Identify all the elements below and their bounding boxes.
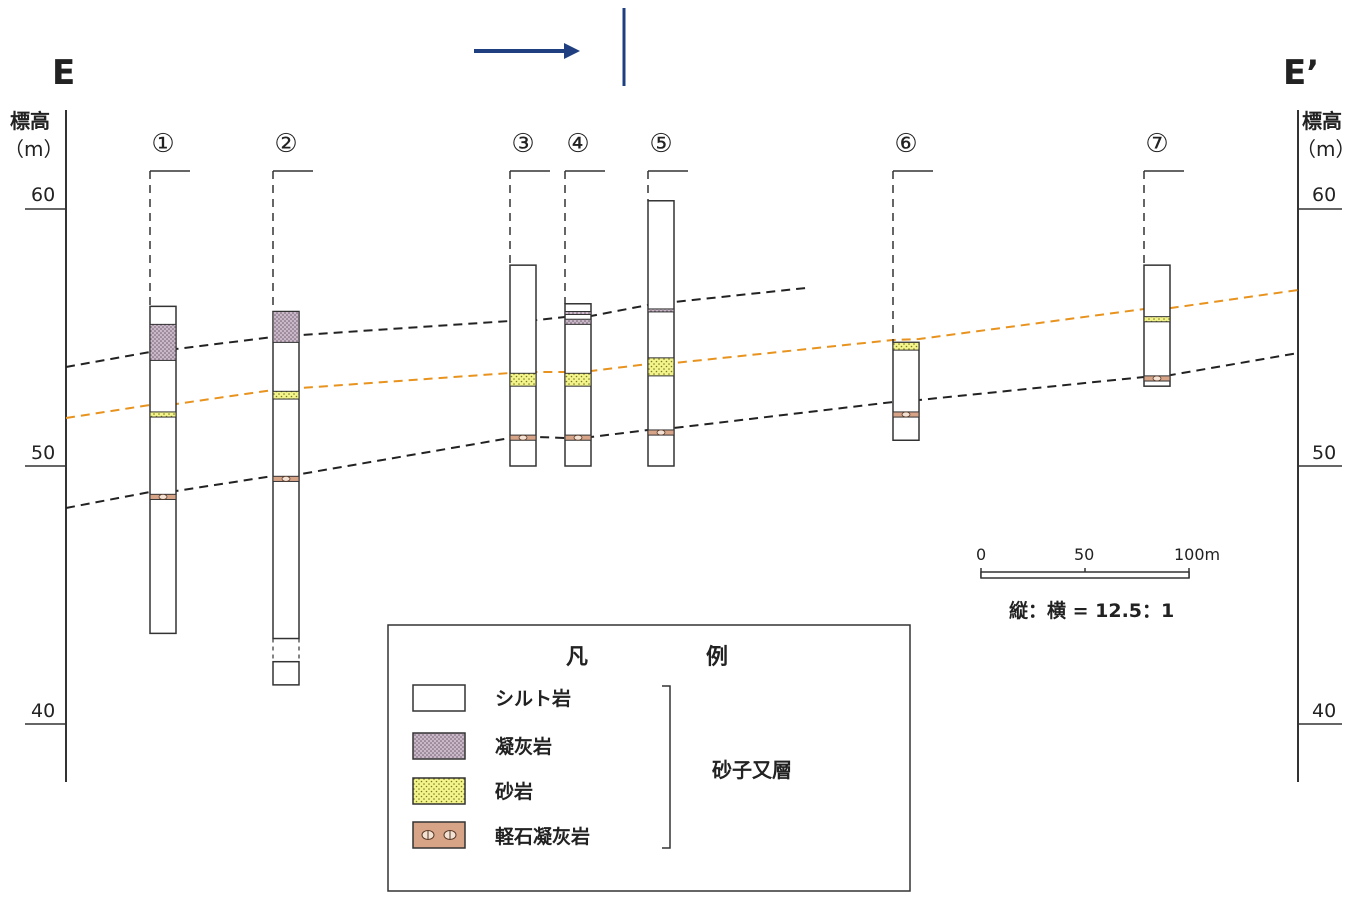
layer-tuff xyxy=(564,311,592,315)
scale-ratio: 縦：横 = 12.5：1 xyxy=(1009,599,1174,622)
section-left-label: E xyxy=(52,53,75,93)
legend-label-sandstone: 砂岩 xyxy=(495,780,533,803)
layer-pumice-tuff xyxy=(272,475,300,482)
borehole-3: ③ xyxy=(509,129,550,467)
legend-group-label: 砂子又層 xyxy=(712,758,792,782)
borehole-6: ⑥ xyxy=(892,129,933,441)
upper-marker-line xyxy=(65,287,807,368)
layer-pumice-tuff xyxy=(892,411,920,418)
left-axis-title-2: （m） xyxy=(4,137,63,161)
borehole-column xyxy=(892,341,920,441)
section-right-label: E’ xyxy=(1283,53,1319,93)
right-tick-60: 60 xyxy=(1312,184,1336,206)
right-tick-40: 40 xyxy=(1312,700,1336,722)
borehole-label: ⑥ xyxy=(894,129,917,159)
borehole-label: ④ xyxy=(566,129,589,159)
legend-swatch-pumice-tuff xyxy=(412,821,466,849)
layer-tuff xyxy=(647,308,675,313)
scale-label-0: 0 xyxy=(976,545,986,564)
borehole-column xyxy=(272,310,300,640)
layer-pumice-tuff xyxy=(1143,375,1171,382)
layer-sandstone xyxy=(509,372,537,387)
correlation-lines xyxy=(65,287,1299,509)
layer-pumice-tuff xyxy=(564,434,592,441)
left-axis-title-1: 標高 xyxy=(10,109,50,133)
borehole-4: ④ xyxy=(564,129,605,467)
borehole-label: ⑦ xyxy=(1145,129,1168,159)
borehole-label: ② xyxy=(274,129,297,159)
legend-label-siltstone: シルト岩 xyxy=(495,687,571,710)
legend-swatch-siltstone xyxy=(412,684,466,712)
legend-group-bracket xyxy=(662,685,671,849)
layer-tuff xyxy=(564,318,592,325)
direction-arrow xyxy=(474,43,580,59)
lower-marker-line xyxy=(65,352,1299,509)
layer-pumice-tuff xyxy=(149,493,177,500)
legend-box xyxy=(387,624,911,892)
left-tick-40: 40 xyxy=(31,700,55,722)
layer-sandstone xyxy=(272,390,300,400)
scale-label-50: 50 xyxy=(1074,545,1094,564)
layer-sandstone xyxy=(892,341,920,351)
legend-swatch-tuff xyxy=(412,732,466,760)
borehole-group: ① ② ③ ④ ⑤ ⑥ ⑦ xyxy=(149,129,1184,686)
layer-pumice-tuff xyxy=(509,434,537,441)
borehole-1: ① xyxy=(149,129,190,635)
layer-tuff xyxy=(272,311,300,343)
layer-sandstone xyxy=(149,411,177,418)
scale-bar: 0 50 100m 縦：横 = 12.5：1 xyxy=(976,545,1220,622)
left-tick-60: 60 xyxy=(31,184,55,206)
layer-pumice-tuff xyxy=(647,429,675,436)
legend-title-left: 凡 xyxy=(566,645,588,670)
borehole-column xyxy=(1143,264,1171,387)
borehole-column xyxy=(272,660,300,686)
borehole-label: ③ xyxy=(511,129,534,159)
legend-title-right: 例 xyxy=(706,645,728,670)
layer-sandstone xyxy=(1143,316,1171,323)
legend-label-tuff: 凝灰岩 xyxy=(495,735,552,758)
borehole-column xyxy=(509,264,537,467)
middle-marker-line xyxy=(65,289,1299,419)
right-elevation-axis: 標高 （m） 60 50 40 xyxy=(1296,109,1355,782)
borehole-7: ⑦ xyxy=(1143,129,1184,387)
layer-tuff xyxy=(149,323,177,361)
borehole-column xyxy=(647,200,675,467)
layer-sandstone xyxy=(564,372,592,387)
borehole-5: ⑤ xyxy=(647,129,688,467)
borehole-label: ⑤ xyxy=(649,129,672,159)
legend-label-pumice-tuff: 軽石凝灰岩 xyxy=(495,825,590,848)
legend: 凡 例 シルト岩 凝灰岩 砂岩 軽石凝灰岩 砂子又層 xyxy=(387,624,911,892)
borehole-2: ② xyxy=(272,129,313,686)
legend-swatch-sandstone xyxy=(412,777,466,805)
scale-label-100m: 100m xyxy=(1174,545,1220,564)
left-tick-50: 50 xyxy=(31,442,55,464)
borehole-label: ① xyxy=(151,129,174,159)
left-elevation-axis: 標高 （m） 60 50 40 xyxy=(4,109,67,782)
right-axis-title-1: 標高 xyxy=(1302,109,1342,133)
right-tick-50: 50 xyxy=(1312,442,1336,464)
right-axis-title-2: （m） xyxy=(1296,137,1355,161)
layer-sandstone xyxy=(647,357,675,377)
